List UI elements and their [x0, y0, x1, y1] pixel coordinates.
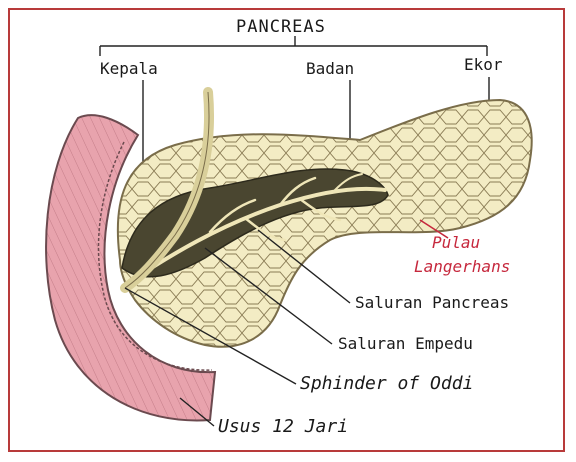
label-ekor: Ekor [464, 55, 503, 74]
label-pulau: Pulau [432, 233, 480, 252]
label-sphincter-oddi: Sphinder of Oddi [300, 373, 473, 394]
label-saluran-pancreas: Saluran Pancreas [355, 293, 509, 312]
label-saluran-empedu: Saluran Empedu [338, 334, 473, 353]
title-label: PANCREAS [236, 17, 326, 37]
label-kepala: Kepala [100, 59, 158, 78]
label-langerhans: Langerhans [414, 257, 510, 276]
label-badan: Badan [306, 59, 354, 78]
title-bracket [100, 36, 487, 56]
label-usus-12-jari: Usus 12 Jari [218, 416, 348, 437]
